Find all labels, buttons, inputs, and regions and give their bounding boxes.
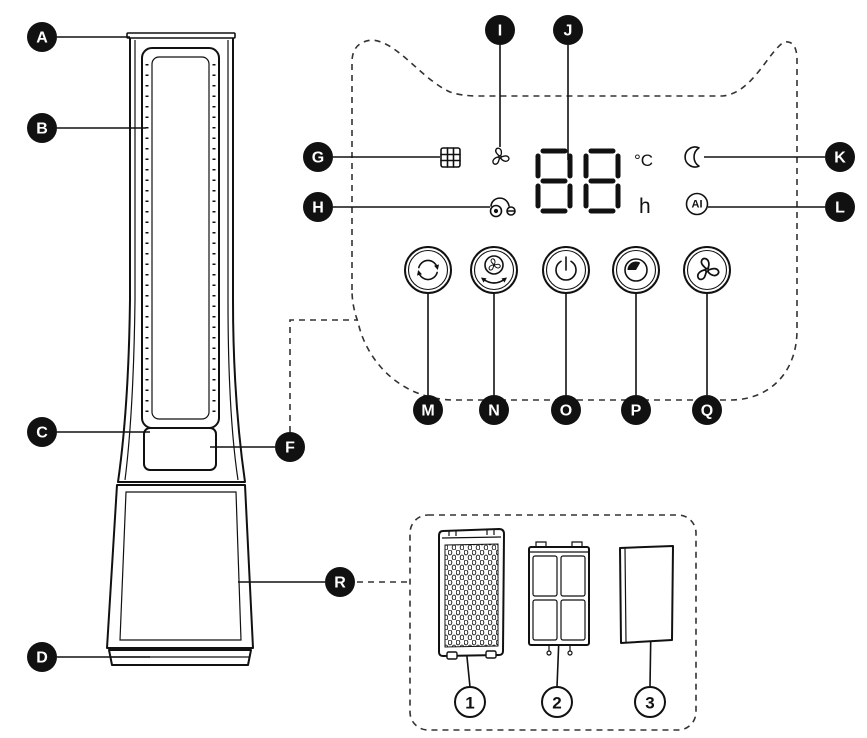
- callout-M: M: [413, 395, 443, 425]
- callout-F: F: [275, 432, 305, 462]
- callout-G: G: [303, 142, 333, 172]
- mesh-filter-tab: [485, 650, 497, 659]
- filter-number-label: 2: [552, 694, 561, 713]
- display-area: °C h AI: [440, 146, 709, 218]
- rotate-button: [404, 246, 452, 294]
- callout-B: B: [27, 113, 57, 143]
- callout-letter: O: [560, 403, 572, 420]
- callout-letter: C: [36, 425, 48, 442]
- power-button: [542, 246, 590, 294]
- callout-letter: G: [312, 150, 324, 167]
- mesh-perforation: [444, 543, 499, 648]
- callout-Q: Q: [692, 395, 722, 425]
- filter-number-3: 3: [634, 686, 666, 718]
- filter-grid-icon: [440, 147, 461, 168]
- seven-segment-digit: [583, 148, 621, 214]
- seven-segment-digit: [535, 148, 573, 214]
- callout-P: P: [621, 395, 651, 425]
- callout-R: R: [325, 567, 355, 597]
- callout-letter: J: [564, 23, 573, 40]
- callout-letter: L: [835, 200, 845, 217]
- callout-N: N: [479, 395, 509, 425]
- air-outlet-frame: [141, 47, 220, 429]
- fan-icon: [492, 148, 510, 165]
- filter-number-label: 3: [645, 694, 654, 713]
- callout-A: A: [27, 22, 57, 52]
- callout-letter: I: [498, 23, 502, 40]
- tower-top-cap: [126, 32, 236, 39]
- timer-button: [612, 246, 660, 294]
- ai-badge: AI: [685, 192, 709, 216]
- temperature-unit: °C: [634, 151, 653, 170]
- callout-letter: N: [488, 403, 500, 420]
- callout-letter: D: [36, 650, 48, 667]
- callout-K: K: [825, 142, 855, 172]
- callout-letter: K: [834, 150, 846, 167]
- callout-D: D: [27, 642, 57, 672]
- callout-H: H: [303, 192, 333, 222]
- callout-J: J: [553, 15, 583, 45]
- callout-badges: A B C D F G H I J K L M N O P Q R: [27, 15, 855, 672]
- callout-C: C: [27, 417, 57, 447]
- mesh-filter-tab: [446, 651, 458, 660]
- frame-filter: [528, 541, 590, 656]
- callout-letter: A: [36, 30, 48, 47]
- moon-icon: [684, 146, 700, 168]
- base-housing: [106, 484, 254, 649]
- ai-badge-label: AI: [692, 199, 703, 211]
- callout-letter: B: [36, 121, 48, 138]
- callout-letter: H: [312, 200, 324, 217]
- timer-icon: [624, 258, 648, 282]
- panel-buttons: [404, 246, 731, 294]
- filters-group-outline: [409, 514, 697, 731]
- filter-number-label: 1: [465, 694, 474, 713]
- tower-fan: [106, 32, 254, 666]
- filter-number-1: 1: [454, 686, 486, 718]
- mesh-filter: [438, 528, 505, 660]
- callout-letter: F: [285, 440, 295, 457]
- display-digits: [535, 148, 621, 214]
- power-icon: [555, 256, 577, 281]
- callout-O: O: [551, 395, 581, 425]
- callout-letter: R: [334, 575, 346, 592]
- panel-link-dashed-line: [289, 319, 358, 432]
- control-panel-outline: [351, 39, 798, 401]
- fan-speed-button: [683, 246, 731, 294]
- callout-I: I: [485, 15, 515, 45]
- callout-lines: [57, 36, 825, 688]
- callout-letter: M: [421, 403, 434, 420]
- filter-number-badges: 1 2 3: [454, 686, 666, 718]
- fan-swing-icon: [480, 255, 508, 284]
- pad-filter: [619, 545, 674, 644]
- base-filter-window: [119, 491, 242, 641]
- swing-button: [470, 246, 518, 294]
- rotate-arrows-icon: [417, 259, 439, 281]
- callout-L: L: [825, 192, 855, 222]
- callout-letter: P: [631, 403, 642, 420]
- hour-unit: h: [639, 195, 651, 218]
- oscillation-icon: [489, 197, 516, 218]
- callout-letter: Q: [701, 403, 713, 420]
- tower-body-inner-contour: [124, 40, 239, 481]
- control-panel-strip: [143, 427, 217, 471]
- air-outlet-inner: [151, 56, 210, 420]
- filter-number-2: 2: [541, 686, 573, 718]
